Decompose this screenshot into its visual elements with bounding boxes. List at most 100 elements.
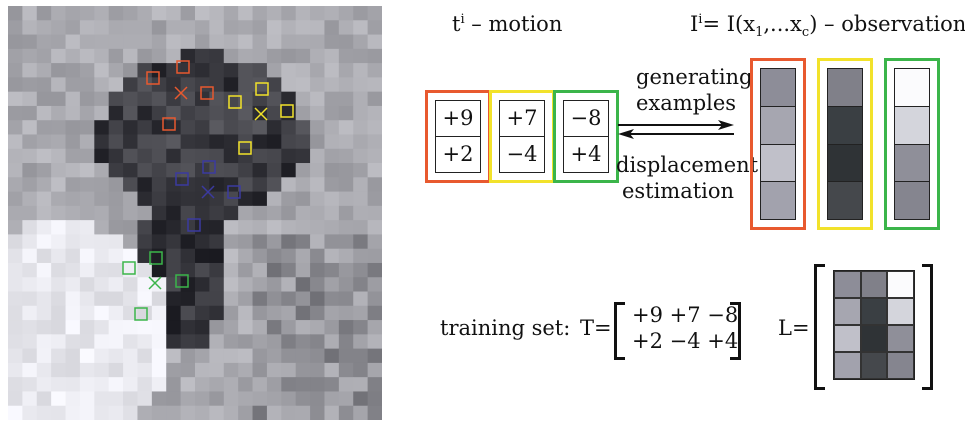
image-pixel <box>281 291 297 307</box>
image-pixel <box>238 120 254 135</box>
observation-cells <box>894 68 930 220</box>
image-pixel <box>137 105 153 121</box>
image-pixel <box>338 6 354 21</box>
image-pixel <box>338 91 354 107</box>
image-pixel <box>353 405 369 420</box>
T-right-bracket <box>730 302 741 360</box>
image-pixel <box>195 405 210 420</box>
image-pixel <box>209 377 225 392</box>
image-pixel <box>166 291 182 307</box>
marker-square-green <box>175 274 189 288</box>
image-pixel <box>94 177 110 193</box>
image-pixel <box>94 305 110 321</box>
image-pixel <box>8 291 23 307</box>
motion-dx: +9 <box>436 101 480 137</box>
image-pixel <box>108 148 124 164</box>
image-pixel <box>36 205 52 221</box>
image-pixel <box>252 277 268 293</box>
image-pixel <box>310 120 325 135</box>
image-pixel <box>123 163 138 178</box>
image-pixel <box>252 77 268 93</box>
image-pixel <box>324 48 340 64</box>
image-pixel <box>252 391 268 407</box>
image-pixel <box>367 305 382 321</box>
image-pixel <box>195 362 210 378</box>
image-pixel <box>324 191 340 207</box>
image-pixel <box>51 362 67 378</box>
image-pixel <box>22 91 38 107</box>
motion-dy: +4 <box>570 142 602 167</box>
image-pixel <box>180 20 196 36</box>
image-pixel <box>94 134 110 150</box>
image-pixel <box>79 163 95 178</box>
image-pixel <box>94 234 110 250</box>
image-pixel <box>108 291 124 307</box>
image-pixel <box>238 148 254 164</box>
image-pixel <box>22 305 38 321</box>
image-pixel <box>151 105 167 121</box>
image-pixel <box>51 405 67 420</box>
motion-vector-red: +9+2 <box>425 90 491 183</box>
image-pixel <box>252 348 268 364</box>
image-pixel <box>151 120 167 135</box>
image-pixel <box>65 220 81 235</box>
image-pixel <box>295 91 311 107</box>
image-pixel <box>338 291 354 307</box>
motion-heading: ti – motion <box>452 12 563 36</box>
image-pixel <box>166 134 182 150</box>
image-pixel <box>65 177 81 193</box>
displacement-label: displacement estimation <box>616 153 759 203</box>
image-pixel <box>166 20 182 36</box>
image-pixel <box>180 334 196 350</box>
image-pixel <box>209 120 225 135</box>
image-pixel <box>65 191 81 207</box>
image-pixel <box>209 405 225 420</box>
image-pixel <box>238 348 254 364</box>
arrows <box>618 120 734 139</box>
image-pixel <box>65 262 81 278</box>
observation-heading: Ii= I(x1,...xc) – observation <box>690 12 965 41</box>
image-pixel <box>22 148 38 164</box>
marker-square-red <box>162 117 176 131</box>
image-pixel <box>281 163 297 178</box>
image-pixel <box>51 305 67 321</box>
image-pixel <box>209 177 225 193</box>
image-pixel <box>353 234 369 250</box>
image-pixel <box>108 305 124 321</box>
image-pixel <box>252 377 268 392</box>
image-pixel <box>36 6 52 21</box>
image-pixel <box>324 163 340 178</box>
marker-cross-green <box>148 276 162 290</box>
image-pixel <box>180 63 196 78</box>
image-pixel <box>166 234 182 250</box>
image-pixel <box>79 262 95 278</box>
image-pixel <box>166 177 182 193</box>
image-pixel <box>79 248 95 264</box>
image-pixel <box>367 220 382 235</box>
image-pixel <box>22 48 38 64</box>
image-pixel <box>8 277 23 293</box>
image-pixel <box>166 63 182 78</box>
image-pixel <box>180 291 196 307</box>
image-pixel <box>266 262 282 278</box>
image-pixel <box>338 48 354 64</box>
L-left-bracket <box>814 264 825 390</box>
image-pixel <box>266 163 282 178</box>
image-pixel <box>151 291 167 307</box>
image-pixel <box>266 120 282 135</box>
image-pixel <box>195 48 210 64</box>
image-pixel <box>310 291 325 307</box>
image-pixel <box>108 6 124 21</box>
image-pixel <box>79 134 95 150</box>
image-pixel <box>36 248 52 264</box>
image-pixel <box>238 220 254 235</box>
generating-label: generating examples <box>636 65 753 115</box>
image-pixel <box>238 48 254 64</box>
image-pixel <box>353 277 369 293</box>
image-pixel <box>367 291 382 307</box>
image-pixel <box>295 163 311 178</box>
image-pixel <box>367 6 382 21</box>
image-pixel <box>310 177 325 193</box>
image-pixel <box>295 305 311 321</box>
marker-square-yellow <box>280 104 294 118</box>
